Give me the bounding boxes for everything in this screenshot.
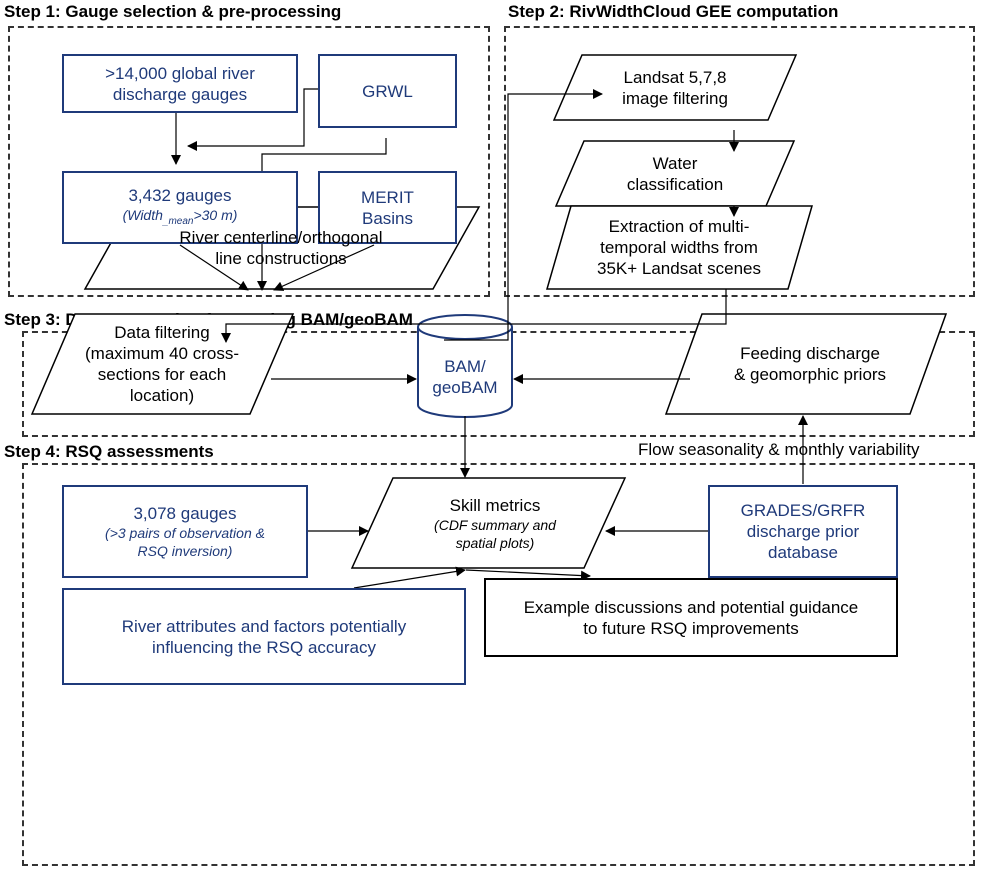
centerline-line2: line constructions — [215, 249, 347, 268]
water-text: Water classification — [584, 141, 766, 206]
step1-region — [8, 26, 490, 297]
skill-sub-line1: (CDF summary and — [434, 516, 556, 533]
global-gauges-box: >14,000 global river discharge gauges — [62, 54, 298, 113]
gauges-3078-label: 3,078 gauges — [133, 504, 237, 523]
skill-text: Skill metrics (CDF summary and spatial p… — [380, 478, 610, 568]
grades-line3: database — [768, 543, 838, 562]
river-attr-line2: influencing the RSQ accuracy — [152, 637, 376, 657]
grwl-label: GRWL — [362, 81, 413, 101]
bam-cylinder-shape — [417, 314, 513, 418]
extraction-line3: 35K+ Landsat scenes — [597, 259, 761, 278]
data-filtering-line4: location) — [129, 386, 195, 405]
bam-line2: geoBAM — [432, 378, 498, 397]
landsat-line2: image filtering — [622, 88, 728, 108]
arrow-riverattr-to-skill — [353, 566, 466, 589]
gauges-3432-box: 3,432 gauges (Width_mean>30 m) — [62, 171, 298, 244]
bam-line1: BAM/ — [444, 357, 486, 376]
data-filtering-text: Data filtering (maximum 40 cross- sectio… — [62, 314, 262, 414]
step2-title: Step 2: RivWidthCloud GEE computation — [508, 2, 839, 21]
bam-text: BAM/ geoBAM — [420, 352, 510, 402]
arrow-grwl-to-3432 — [187, 88, 318, 151]
feeding-text: Feeding discharge & geomorphic priors — [690, 314, 930, 414]
extraction-line2: temporal widths from — [600, 238, 758, 257]
merit-box: MERIT Basins — [318, 171, 457, 244]
skill-label: Skill metrics — [449, 495, 541, 515]
water-line2: classification — [626, 174, 724, 194]
data-filtering-line1: Data filtering — [114, 323, 210, 342]
grades-box: GRADES/GRFR discharge prior database — [708, 485, 898, 578]
data-filtering-line2: (maximum 40 cross- — [85, 344, 239, 363]
gauges-3078-sub-line1: (>3 pairs of observation & — [105, 524, 265, 542]
flow-seasonality-label: Flow seasonality & monthly variability — [638, 440, 920, 459]
example-box: Example discussions and potential guidan… — [484, 578, 898, 657]
arrow-centerline-to-landsat — [444, 89, 603, 341]
water-line1: Water — [652, 153, 698, 173]
gauges-3432-sub: (Width_mean>30 m) — [123, 206, 238, 231]
feeding-shape — [664, 313, 948, 415]
gauges-3078-sub-line2: RSQ inversion) — [137, 543, 233, 559]
extraction-shape — [546, 205, 813, 290]
data-filtering-line3: sections for each — [97, 365, 227, 384]
gauges-3432-sub-subscript: _mean — [162, 215, 194, 227]
example-line2: to future RSQ improvements — [583, 618, 799, 638]
river-attributes-box: River attributes and factors potentially… — [62, 588, 466, 685]
centerline-line1: River centerline/orthogonal — [179, 228, 383, 247]
example-line1: Example discussions and potential guidan… — [523, 597, 859, 617]
arrow-skill-to-example — [465, 569, 591, 581]
step2-region — [504, 26, 975, 297]
gauges-3432-sub-post: >30 m) — [193, 206, 238, 223]
landsat-line1: Landsat 5,7,8 — [623, 67, 727, 87]
extraction-line1: Extraction of multi- — [608, 217, 750, 236]
skill-shape — [350, 477, 627, 569]
gauges-3432-sub-pre: (Width — [122, 206, 163, 223]
arrow-extraction-to-datafilter — [221, 289, 727, 343]
feeding-line2: & geomorphic priors — [733, 365, 887, 384]
gauges-3078-sub-open: ( — [105, 525, 110, 541]
centerline-text: River centerline/orthogonal line constru… — [131, 207, 431, 289]
skill-sub-line2: spatial plots) — [455, 534, 535, 551]
step4-title: Step 4: RSQ assessments — [4, 442, 214, 461]
merit-line1: MERIT — [361, 187, 414, 207]
grades-line1: GRADES/GRFR — [740, 501, 866, 520]
gauges-3078-sub-text1: >3 pairs of observation & — [109, 525, 265, 541]
global-gauges-line1: >14,000 global river — [105, 63, 255, 83]
arrow-merit-to-centerline — [273, 244, 375, 291]
step4-region — [22, 463, 975, 866]
extraction-text: Extraction of multi- temporal widths fro… — [566, 206, 792, 289]
grwl-box: GRWL — [318, 54, 457, 128]
landsat-shape — [552, 54, 798, 121]
landsat-text: Landsat 5,7,8 image filtering — [582, 55, 768, 120]
gauges-3078-box: 3,078 gauges (>3 pairs of observation & … — [62, 485, 308, 578]
merit-line2: Basins — [361, 208, 414, 228]
global-gauges-line2: discharge gauges — [112, 84, 248, 104]
arrow-3432-to-centerline — [179, 244, 249, 291]
river-attr-line1: River attributes and factors potentially — [121, 616, 407, 636]
gauges-3432-label: 3,432 gauges — [128, 185, 232, 205]
feeding-line1: Feeding discharge — [740, 344, 880, 363]
grades-line2: discharge prior — [746, 522, 860, 541]
step1-title: Step 1: Gauge selection & pre-processing — [4, 2, 342, 21]
